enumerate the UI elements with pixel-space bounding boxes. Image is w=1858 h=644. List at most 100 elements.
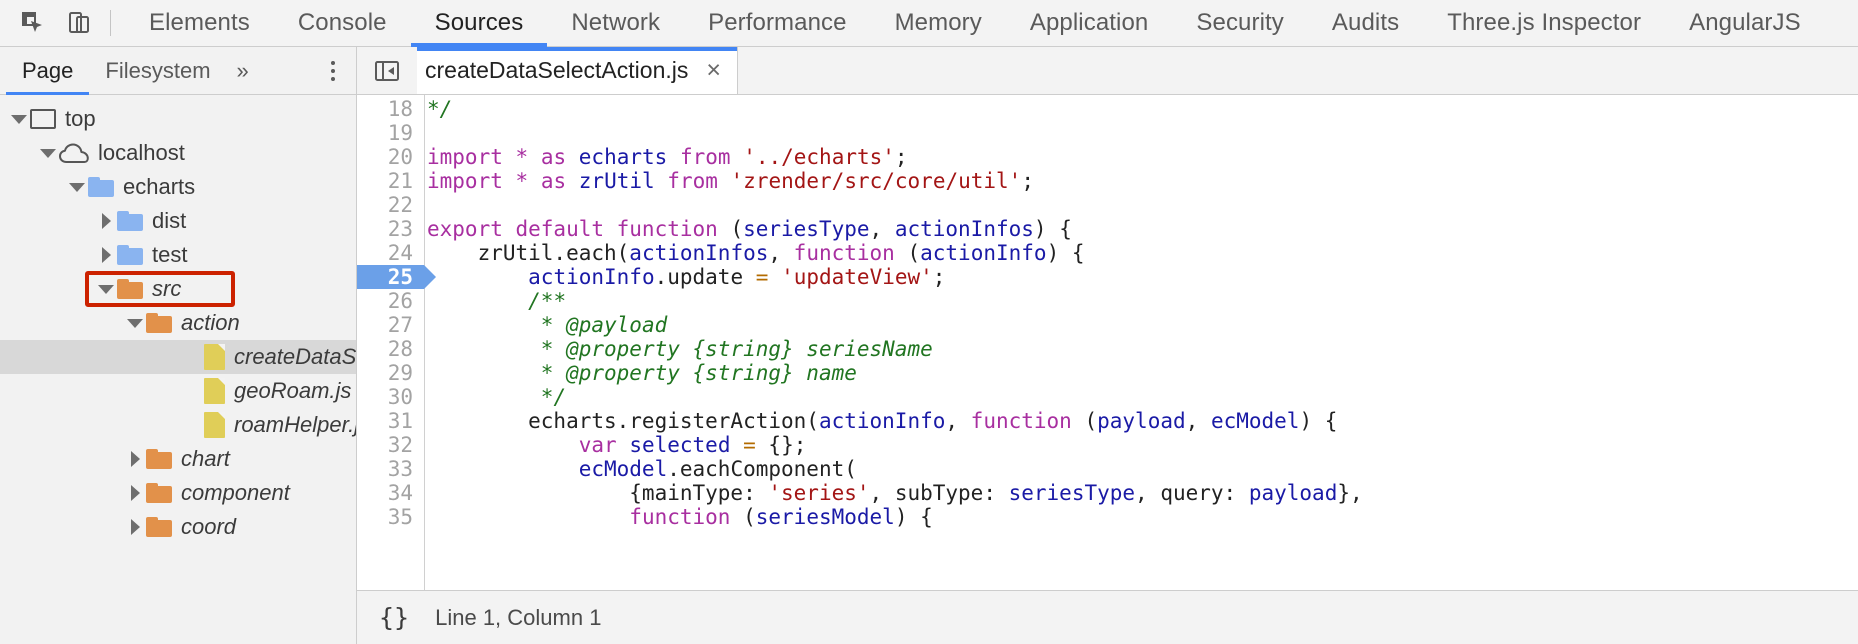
tree-item-roamhelper-js[interactable]: roamHelper.js [0,408,356,442]
code-token: function [629,505,731,529]
tab-performance[interactable]: Performance [684,0,871,47]
line-number[interactable]: 32 [387,433,413,457]
tab-memory[interactable]: Memory [871,0,1006,47]
more-options-icon[interactable] [316,47,356,95]
tab-elements[interactable]: Elements [125,0,274,47]
code-token: ) { [1033,217,1072,241]
line-number[interactable]: 24 [387,241,413,265]
file-js-icon [204,412,225,438]
code-token [427,457,579,481]
line-number[interactable]: 29 [387,361,413,385]
code-line: echarts.registerAction(actionInfo, funct… [427,409,1858,433]
code-line: import * as echarts from '../echarts'; [427,145,1858,169]
chevron-right-icon[interactable] [124,442,146,476]
tree-item-action[interactable]: action [0,306,356,340]
code-token: ; [894,145,908,169]
code-token: import [427,145,503,169]
tree-item-test[interactable]: test [0,238,356,272]
line-number[interactable]: 28 [387,337,413,361]
code-token: 'series' [768,481,870,505]
line-number[interactable]: 18 [387,97,413,121]
code-token [528,169,541,193]
navigator-tab-page[interactable]: Page [6,47,90,95]
code-token: var [578,433,617,457]
line-number[interactable]: 31 [387,409,413,433]
chevron-right-icon[interactable] [95,204,117,238]
line-number[interactable]: 21 [387,169,413,193]
line-number[interactable]: 27 [387,313,413,337]
tree-item-chart[interactable]: chart [0,442,356,476]
tree-item-label: src [152,276,182,301]
line-number[interactable]: 34 [387,481,413,505]
chevron-down-icon[interactable] [124,306,146,340]
line-number[interactable]: 33 [387,457,413,481]
code-line: zrUtil.each(actionInfos, function (actio… [427,241,1858,265]
chevron-right-icon[interactable] [124,510,146,544]
inspect-cursor-icon[interactable] [10,1,56,45]
line-number[interactable]: 20 [387,145,413,169]
chevron-down-icon[interactable] [66,170,88,204]
close-icon[interactable]: × [706,56,721,84]
tab-audits[interactable]: Audits [1308,0,1423,47]
tab-label: Security [1196,9,1284,36]
tree-spacer [182,408,204,442]
line-number[interactable]: 23 [387,217,413,241]
code-token: ( [894,241,921,265]
chevron-right-icon[interactable] [95,238,117,272]
code-line: {mainType: 'series', subType: seriesType… [427,481,1858,505]
code-token: echarts.registerAction( [427,409,819,433]
code-token: * @property {string} seriesName [540,337,933,361]
tab-three-js-inspector[interactable]: Three.js Inspector [1423,0,1665,47]
chevron-right-icon[interactable] [124,476,146,510]
code-token [427,289,528,313]
tree-item-component[interactable]: component [0,476,356,510]
tree-item-coord[interactable]: coord [0,510,356,544]
tab-application[interactable]: Application [1006,0,1173,47]
code-line: */ [427,97,1858,121]
chevron-down-icon[interactable] [8,102,30,136]
code-line [427,121,1858,145]
tab-network[interactable]: Network [547,0,684,47]
tree-item-echarts[interactable]: echarts [0,170,356,204]
tab-console[interactable]: Console [274,0,411,47]
code-token: 'zrender/src/core/util' [730,169,1022,193]
line-number[interactable]: 26 [387,289,413,313]
code-token [528,145,541,169]
code-token: ( [730,505,756,529]
line-number[interactable]: 35 [387,505,413,529]
tab-angularjs[interactable]: AngularJS [1665,0,1825,47]
chevron-down-icon[interactable] [37,136,59,170]
tab-security[interactable]: Security [1172,0,1308,47]
code-token [566,145,579,169]
folder-icon [117,245,143,265]
device-toolbar-icon[interactable] [56,1,102,45]
tree-item-dist[interactable]: dist [0,204,356,238]
tree-item-label: component [181,480,290,505]
chevron-down-icon[interactable] [95,272,117,306]
collapse-sidebar-icon[interactable] [357,47,417,94]
line-number[interactable]: 19 [387,121,413,145]
tree-item-localhost[interactable]: localhost [0,136,356,170]
navigator-more-tabs-icon[interactable]: » [236,57,249,83]
tree-item-src[interactable]: src [0,271,356,307]
tab-sources[interactable]: Sources [410,0,548,47]
code-content[interactable]: */ import * as echarts from '../echarts'… [425,95,1858,590]
code-token [617,433,630,457]
code-line: export default function (seriesType, act… [427,217,1858,241]
tree-item-createdataselectaction-js[interactable]: createDataSelectAction.js [0,340,356,374]
tree-item-top[interactable]: top [0,102,356,136]
editor-file-tab[interactable]: createDataSelectAction.js × [417,47,738,94]
navigator-tab-filesystem[interactable]: Filesystem [89,47,226,95]
breakpoint-marker[interactable]: 25 [357,265,436,289]
pretty-print-icon[interactable]: {} [379,603,410,632]
line-number[interactable]: 30 [387,385,413,409]
code-token [427,361,541,385]
file-js-icon [204,378,225,404]
tree-item-georoam-js[interactable]: geoRoam.js [0,374,356,408]
line-number[interactable]: 22 [387,193,413,217]
code-line: */ [427,385,1858,409]
